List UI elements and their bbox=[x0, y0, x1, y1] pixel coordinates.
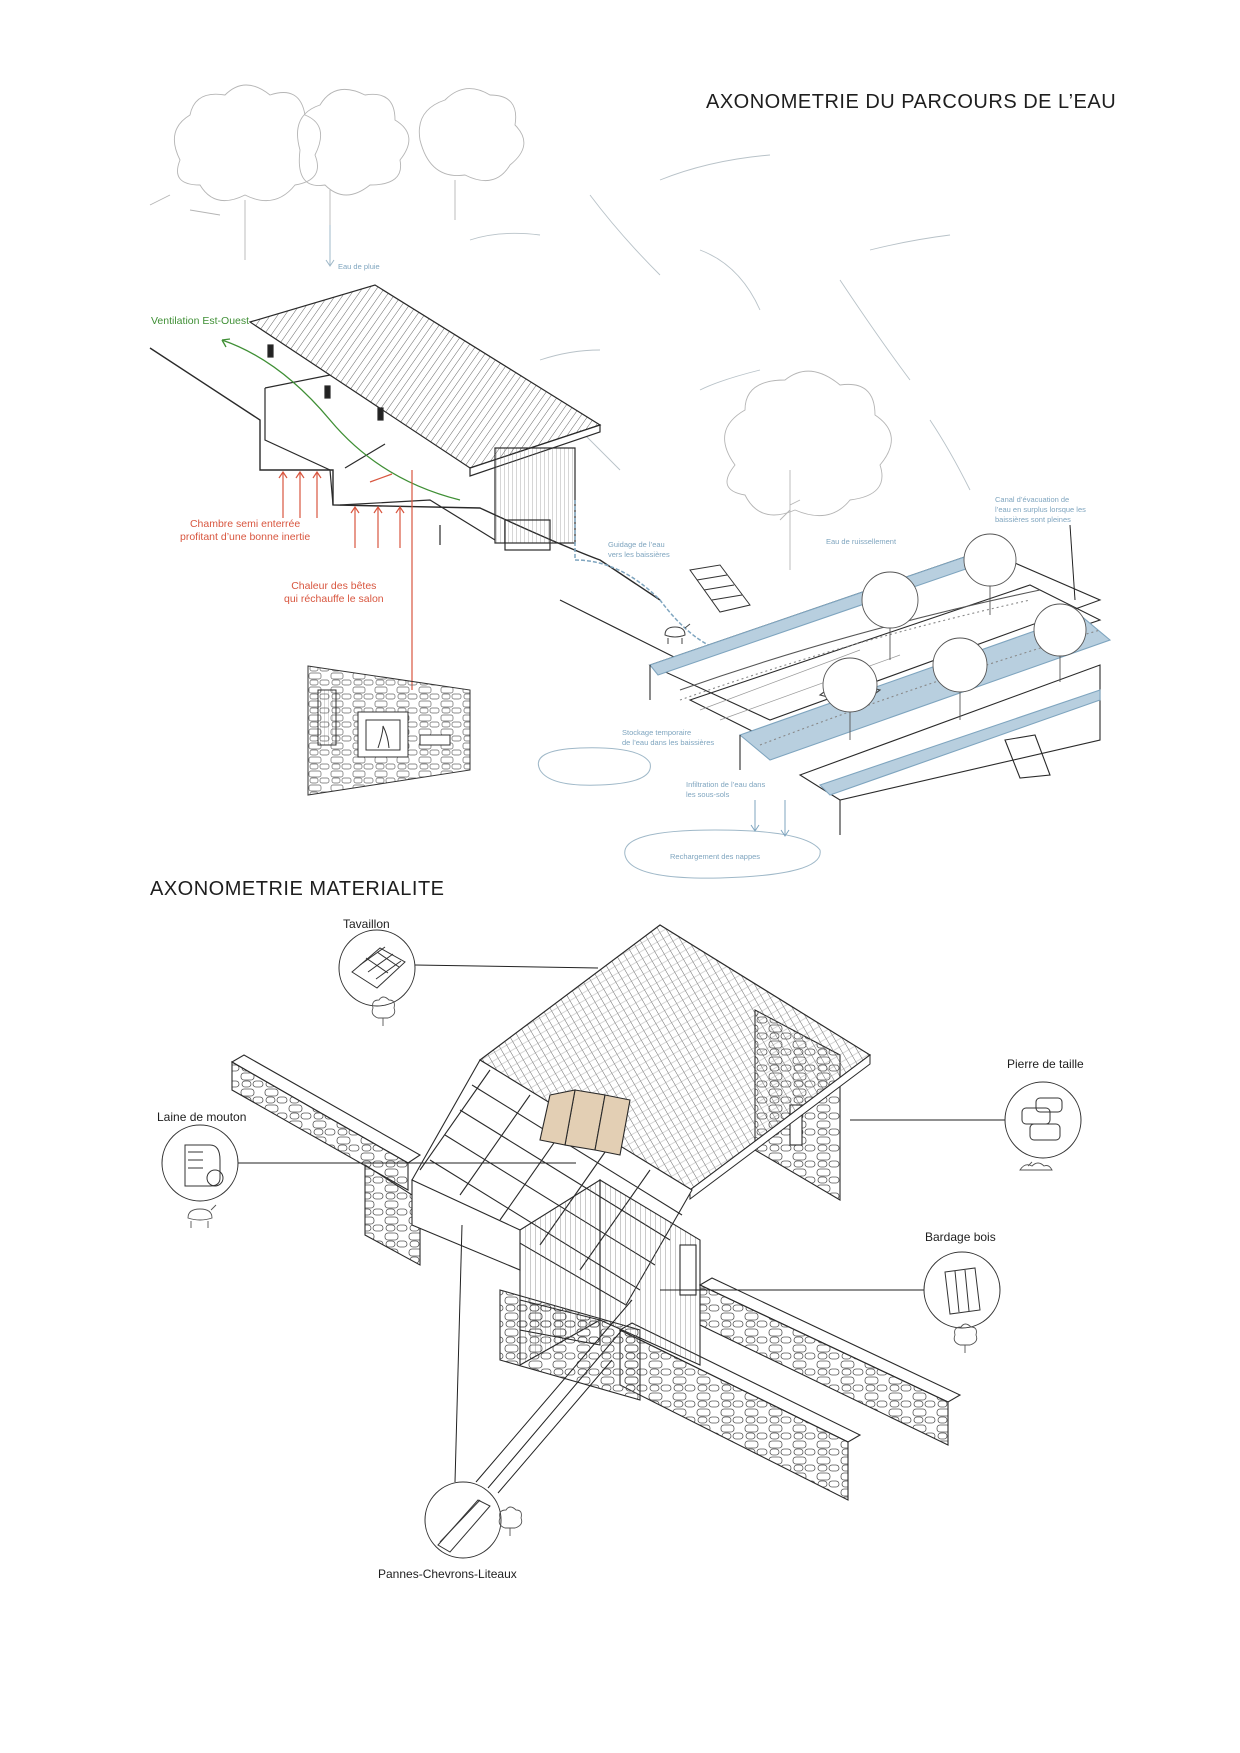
heat-arrows bbox=[278, 470, 413, 690]
storage-label-line2: de l’eau dans les baissières bbox=[622, 738, 715, 747]
house-section bbox=[248, 284, 602, 551]
rain-label: Eau de pluie bbox=[338, 262, 380, 271]
chamber-label: Chambre semi enterrée profitant d’une bo… bbox=[180, 518, 310, 544]
heat-label: Chaleur des bêtes qui réchauffe le salon bbox=[284, 580, 384, 606]
chamber-label-line2: profitant d’une bonne inertie bbox=[180, 531, 311, 543]
infiltration-arrows bbox=[750, 800, 790, 837]
material-leader-lines bbox=[223, 964, 1005, 1494]
material-label-pierre-de-taille: Pierre de taille bbox=[1007, 1057, 1084, 1071]
shingles-icon bbox=[338, 929, 416, 1007]
recharge-label: Rechargement des nappes bbox=[670, 852, 761, 861]
garden-stairs bbox=[689, 564, 751, 613]
water-axonometry-drawing bbox=[149, 84, 1112, 879]
heat-label-line2: qui réchauffe le salon bbox=[284, 593, 384, 605]
ground-line-lower bbox=[559, 599, 681, 661]
fireplace-inset bbox=[307, 665, 471, 796]
guidance-label-line2: vers les baissières bbox=[608, 550, 670, 559]
guidance-label-line1: Guidage de l’eau bbox=[608, 540, 665, 549]
wool-roll-icon bbox=[161, 1124, 239, 1202]
sheep-icon bbox=[664, 623, 691, 644]
ventilation-label: Ventilation Est-Ouest bbox=[151, 315, 250, 327]
timber-beam-icon bbox=[424, 1481, 502, 1559]
channel-pointer bbox=[1069, 524, 1076, 601]
tree-icon bbox=[371, 996, 396, 1026]
tree-icon bbox=[498, 1506, 523, 1536]
roof-edge bbox=[689, 1054, 871, 1200]
guidance-label: Guidage de l’eau vers les baissières bbox=[608, 540, 670, 560]
material-label-tavaillon: Tavaillon bbox=[343, 917, 390, 931]
channels-label-line1: Canal d’évacuation de bbox=[995, 495, 1070, 504]
rocks-icon bbox=[1019, 1161, 1053, 1171]
timber-frame bbox=[411, 1059, 701, 1366]
infiltration-label: Infiltration de l’eau dans les sous-sols bbox=[686, 780, 765, 800]
channels-label: Canal d’évacuation de l’eau en surplus l… bbox=[995, 495, 1086, 525]
storage-label-line1: Stockage temporaire bbox=[622, 728, 692, 737]
infiltration-label-line2: les sous-sols bbox=[686, 790, 730, 799]
water-guidance-path bbox=[574, 500, 721, 651]
heat-label-line1: Chaleur des bêtes bbox=[291, 580, 377, 592]
aquifer-blob bbox=[624, 829, 821, 879]
orchard-trees bbox=[822, 533, 1087, 740]
channels-label-line2: l’eau en surplus lorsque les bbox=[995, 505, 1086, 514]
ventilation-arrow bbox=[221, 339, 461, 501]
water-axonometry-title: AXONOMETRIE DU PARCOURS DE L’EAU bbox=[706, 91, 1117, 113]
material-label-pannes-chevrons-liteaux: Pannes-Chevrons-Liteaux bbox=[378, 1567, 517, 1581]
rain-arrow bbox=[325, 225, 335, 267]
material-label-bardage-bois: Bardage bois bbox=[925, 1230, 996, 1244]
storage-label: Stockage temporaire de l’eau dans les ba… bbox=[622, 728, 714, 748]
sheep-icon bbox=[187, 1204, 217, 1228]
chamber-label-line1: Chambre semi enterrée bbox=[189, 518, 301, 530]
background-trees bbox=[149, 84, 892, 570]
channels-label-line3: baissières sont pleines bbox=[995, 515, 1071, 524]
stone-blocks-icon bbox=[1004, 1081, 1082, 1159]
tree-icon bbox=[953, 1323, 978, 1353]
material-axonometry-title: AXONOMETRIE MATERIALITE bbox=[150, 878, 445, 900]
material-axonometry-drawing bbox=[161, 924, 1082, 1559]
water-storage-blob bbox=[537, 747, 651, 786]
runoff-label: Eau de ruissellement bbox=[826, 537, 897, 546]
material-label-laine-de-mouton: Laine de mouton bbox=[157, 1110, 247, 1124]
infiltration-label-line1: Infiltration de l’eau dans bbox=[686, 780, 766, 789]
wood-cladding-icon bbox=[923, 1251, 1001, 1329]
